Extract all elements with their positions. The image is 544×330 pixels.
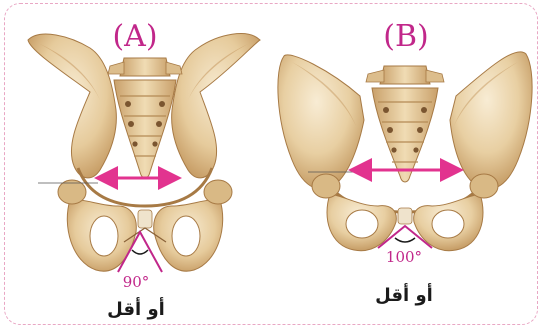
panel-label-b: (B) [383, 19, 428, 54]
caption-a: أو أقل [107, 297, 165, 320]
pelvis-b-illustration [278, 52, 532, 251]
angle-value-b: 100° [386, 248, 422, 266]
angle-value-a: 90° [123, 273, 150, 291]
panel-a: (A) 90° أو أقل [28, 19, 260, 320]
panel-b: (B) 100° أو أقل [278, 19, 532, 306]
caption-b: أو أقل [375, 283, 433, 306]
pelvis-a-illustration [28, 34, 260, 272]
panel-label-a: (A) [112, 19, 157, 54]
